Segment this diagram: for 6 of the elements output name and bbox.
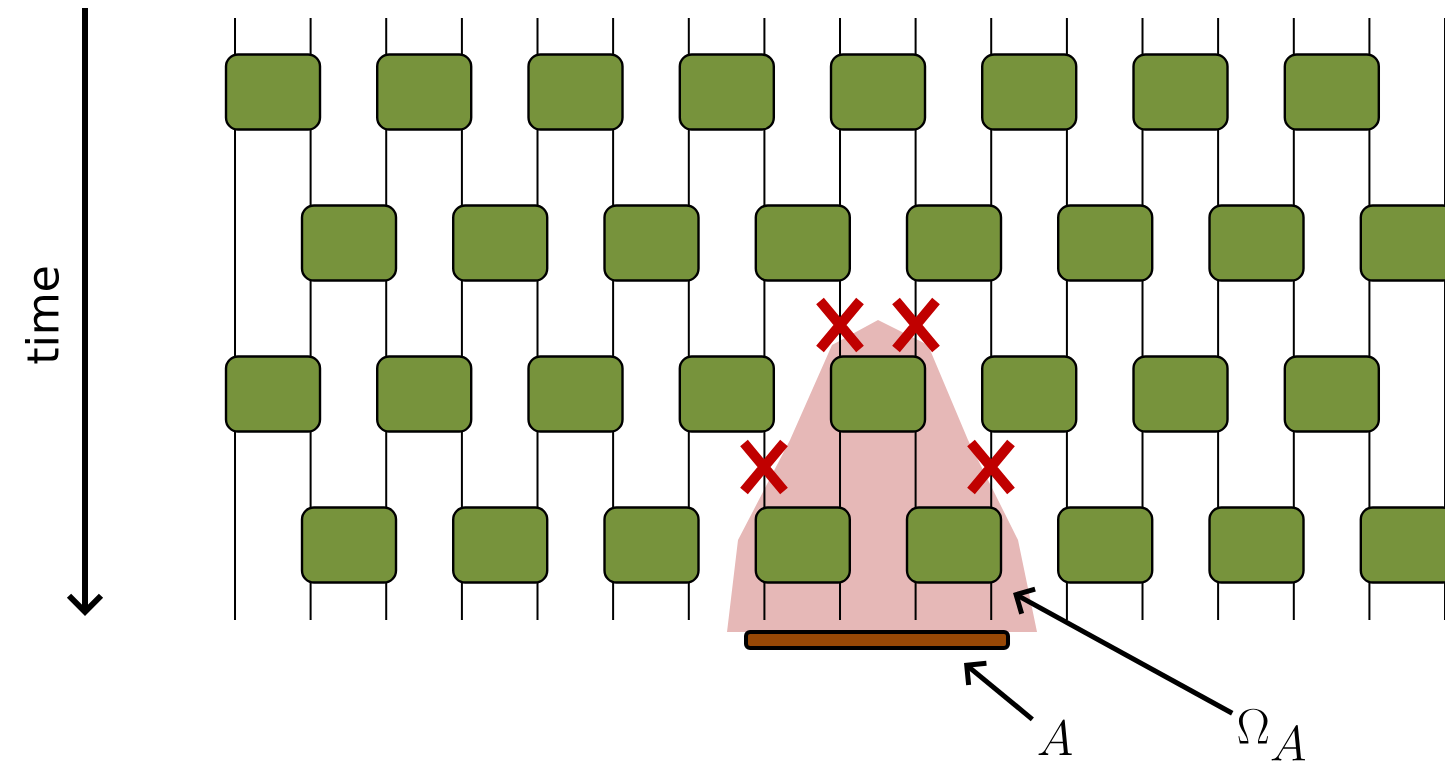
axis-label: time (25, 267, 60, 364)
leader-line (1013, 586, 1234, 716)
subsystem-bar (744, 630, 1010, 650)
leader-line (964, 660, 1034, 722)
math-label: $A$ (1038, 719, 1072, 755)
math-label: $\Omega_{A}$ (1238, 708, 1305, 761)
